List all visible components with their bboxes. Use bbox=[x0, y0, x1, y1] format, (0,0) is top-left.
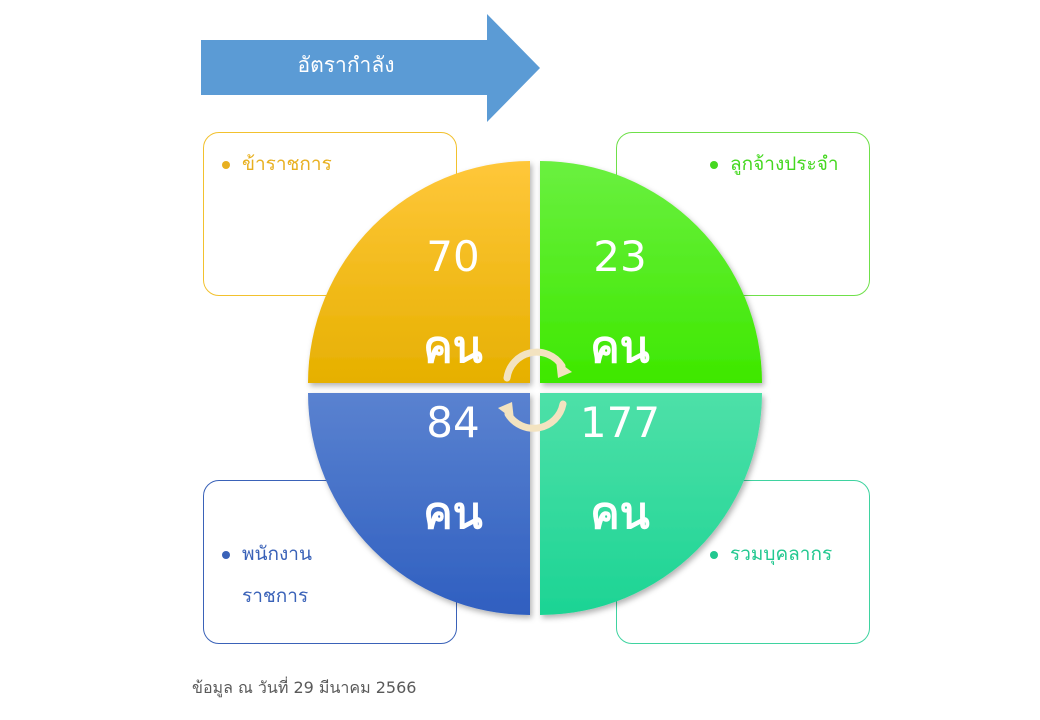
label-text: พนักงาน bbox=[242, 543, 312, 565]
quadrant-civil-servants bbox=[308, 161, 530, 383]
data-date-note: ข้อมูล ณ วันที่ 29 มีนาคม 2566 bbox=[192, 678, 417, 697]
quadrant-total-personnel bbox=[540, 393, 762, 615]
title-label: อัตรากำลัง bbox=[297, 53, 395, 77]
bullet-icon bbox=[710, 160, 718, 169]
label-text: รวมบุคลากร bbox=[730, 543, 833, 565]
bullet-icon bbox=[222, 550, 230, 559]
unit-government-employees: คน bbox=[423, 488, 483, 539]
quadrant-permanent-employees bbox=[540, 161, 762, 383]
label-text: ลูกจ้างประจำ bbox=[730, 153, 839, 175]
label-government-employees: พนักงานราชการ bbox=[222, 533, 312, 617]
cycle-arrows-icon bbox=[503, 348, 567, 432]
label-civil-servants: ข้าราชการ bbox=[222, 143, 332, 185]
value-total-personnel: 177 bbox=[579, 398, 661, 447]
bullet-icon bbox=[710, 550, 718, 559]
unit-civil-servants: คน bbox=[423, 322, 483, 373]
title-arrow bbox=[201, 14, 540, 122]
value-civil-servants: 70 bbox=[426, 232, 480, 281]
label-text: ราชการ bbox=[242, 585, 309, 607]
unit-permanent-employees: คน bbox=[590, 322, 650, 373]
value-government-employees: 84 bbox=[426, 398, 480, 447]
value-permanent-employees: 23 bbox=[593, 232, 647, 281]
unit-total-personnel: คน bbox=[590, 488, 650, 539]
label-text: ข้าราชการ bbox=[242, 153, 332, 175]
quadrant-government-employees bbox=[308, 393, 530, 615]
bullet-icon bbox=[222, 160, 230, 169]
label-permanent-employees: ลูกจ้างประจำ bbox=[710, 143, 839, 185]
label-total-personnel: รวมบุคลากร bbox=[710, 533, 832, 575]
